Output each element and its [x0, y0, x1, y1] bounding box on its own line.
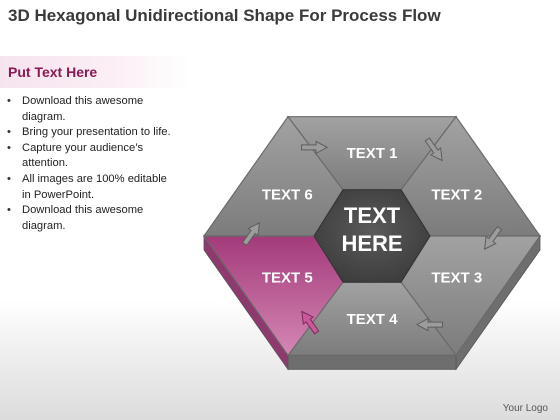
- bullet-item: Capture your audience’s attention.: [4, 141, 172, 172]
- segment-label: TEXT 4: [347, 311, 399, 328]
- flow-arrow-icon: [301, 140, 329, 155]
- center-hexagon: [313, 189, 431, 283]
- segment-label: TEXT 6: [262, 187, 313, 204]
- hexagon-arrows: [241, 137, 503, 335]
- segment-labels: TEXT 1 TEXT 2 TEXT 3 TEXT 4 TEXT 5 TEXT 6: [262, 145, 482, 328]
- center-label-line2: HERE: [341, 231, 402, 256]
- hexagon-side-wall: [203, 234, 541, 371]
- bullet-item: All images are 100% editable in PowerPoi…: [4, 172, 172, 203]
- hexagon-center: TEXT HERE: [313, 189, 431, 283]
- bullet-item: Download this awesome diagram.: [4, 203, 172, 234]
- segment-label: TEXT 5: [262, 269, 313, 286]
- brand-logo-text: Your Logo: [502, 403, 548, 414]
- flow-arrow-icon: [484, 226, 503, 250]
- flow-arrow-icon: [241, 222, 260, 246]
- flow-arrow-icon: [301, 310, 320, 335]
- subhead-band: [0, 56, 190, 88]
- flow-arrow-icon: [424, 137, 443, 162]
- center-label-line1: TEXT: [344, 203, 401, 228]
- flow-arrow-icon: [415, 317, 443, 332]
- slide-title: 3D Hexagonal Unidirectional Shape For Pr…: [8, 6, 441, 25]
- bullet-list: Download this awesome diagram. Bring you…: [4, 94, 172, 234]
- bullet-item: Bring your presentation to life.: [4, 125, 172, 141]
- segment-label: TEXT 1: [347, 145, 398, 162]
- hexagon-side-face: [287, 354, 457, 370]
- segment-label: TEXT 2: [431, 187, 482, 204]
- bullet-item: Download this awesome diagram.: [4, 94, 172, 125]
- subhead: Put Text Here: [8, 64, 98, 80]
- segment-label: TEXT 3: [431, 269, 482, 286]
